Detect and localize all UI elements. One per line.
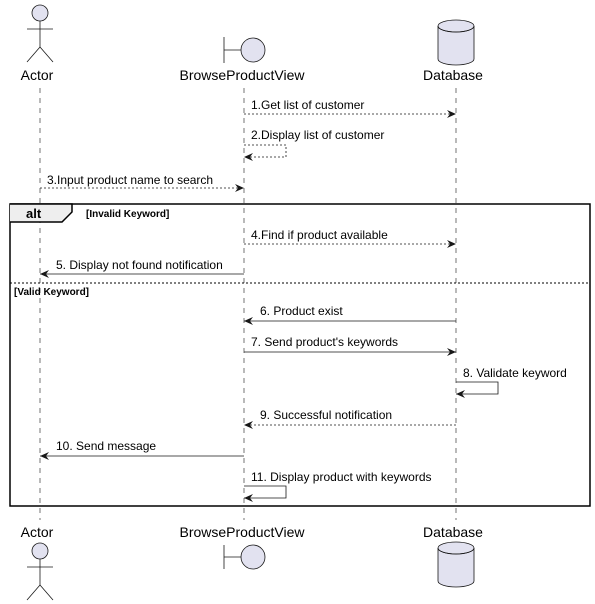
alt-operator: alt	[26, 206, 42, 221]
actor-icon	[26, 4, 54, 63]
view-label: BrowseProductView	[179, 524, 305, 540]
message-label: 4.Find if product available	[251, 228, 388, 242]
message-5: 5. Display not found notification	[40, 258, 244, 278]
alt-guard-valid: [Valid Keyword]	[14, 287, 89, 298]
message-2: 2.Display list of customer	[244, 128, 384, 161]
message-label: 5. Display not found notification	[56, 258, 223, 272]
db-label: Database	[423, 524, 483, 540]
message-label: 9. Successful notification	[260, 408, 392, 422]
boundary-icon	[223, 544, 266, 570]
message-7: 7. Send product's keywords	[244, 335, 456, 356]
message-9: 9. Successful notification	[244, 408, 456, 429]
participant-view-top: BrowseProductView	[179, 37, 305, 83]
message-1: 1.Get list of customer	[244, 98, 456, 118]
participant-actor-bottom: Actor	[21, 524, 54, 601]
participant-view-bottom: BrowseProductView	[179, 524, 305, 570]
message-10: 10. Send message	[40, 439, 244, 460]
actor-icon	[26, 542, 54, 601]
message-label: 3.Input product name to search	[47, 173, 213, 187]
message-label: 7. Send product's keywords	[251, 335, 398, 349]
message-3: 3.Input product name to search	[40, 173, 244, 192]
message-4: 4.Find if product available	[244, 228, 456, 248]
message-label: 11. Display product with keywords	[251, 470, 432, 484]
message-6: 6. Product exist	[244, 304, 456, 325]
alt-frame: alt [Invalid Keyword] [Valid Keyword]	[9, 203, 591, 507]
alt-guard-invalid: [Invalid Keyword]	[86, 209, 169, 220]
message-label: 8. Validate keyword	[463, 366, 567, 380]
database-icon	[437, 19, 475, 66]
participant-db-top: Database	[423, 19, 483, 83]
message-label: 1.Get list of customer	[251, 98, 364, 112]
database-icon	[437, 541, 475, 588]
actor-label: Actor	[21, 524, 54, 540]
boundary-icon	[223, 37, 266, 63]
message-label: 2.Display list of customer	[251, 128, 384, 142]
participant-actor-top: Actor	[21, 4, 54, 83]
message-11: 11. Display product with keywords	[244, 470, 432, 502]
message-8: 8. Validate keyword	[456, 366, 567, 398]
view-label: BrowseProductView	[179, 67, 305, 83]
message-label: 10. Send message	[56, 439, 156, 453]
actor-label: Actor	[21, 67, 54, 83]
participant-db-bottom: Database	[423, 524, 483, 588]
message-label: 6. Product exist	[260, 304, 343, 318]
db-label: Database	[423, 67, 483, 83]
